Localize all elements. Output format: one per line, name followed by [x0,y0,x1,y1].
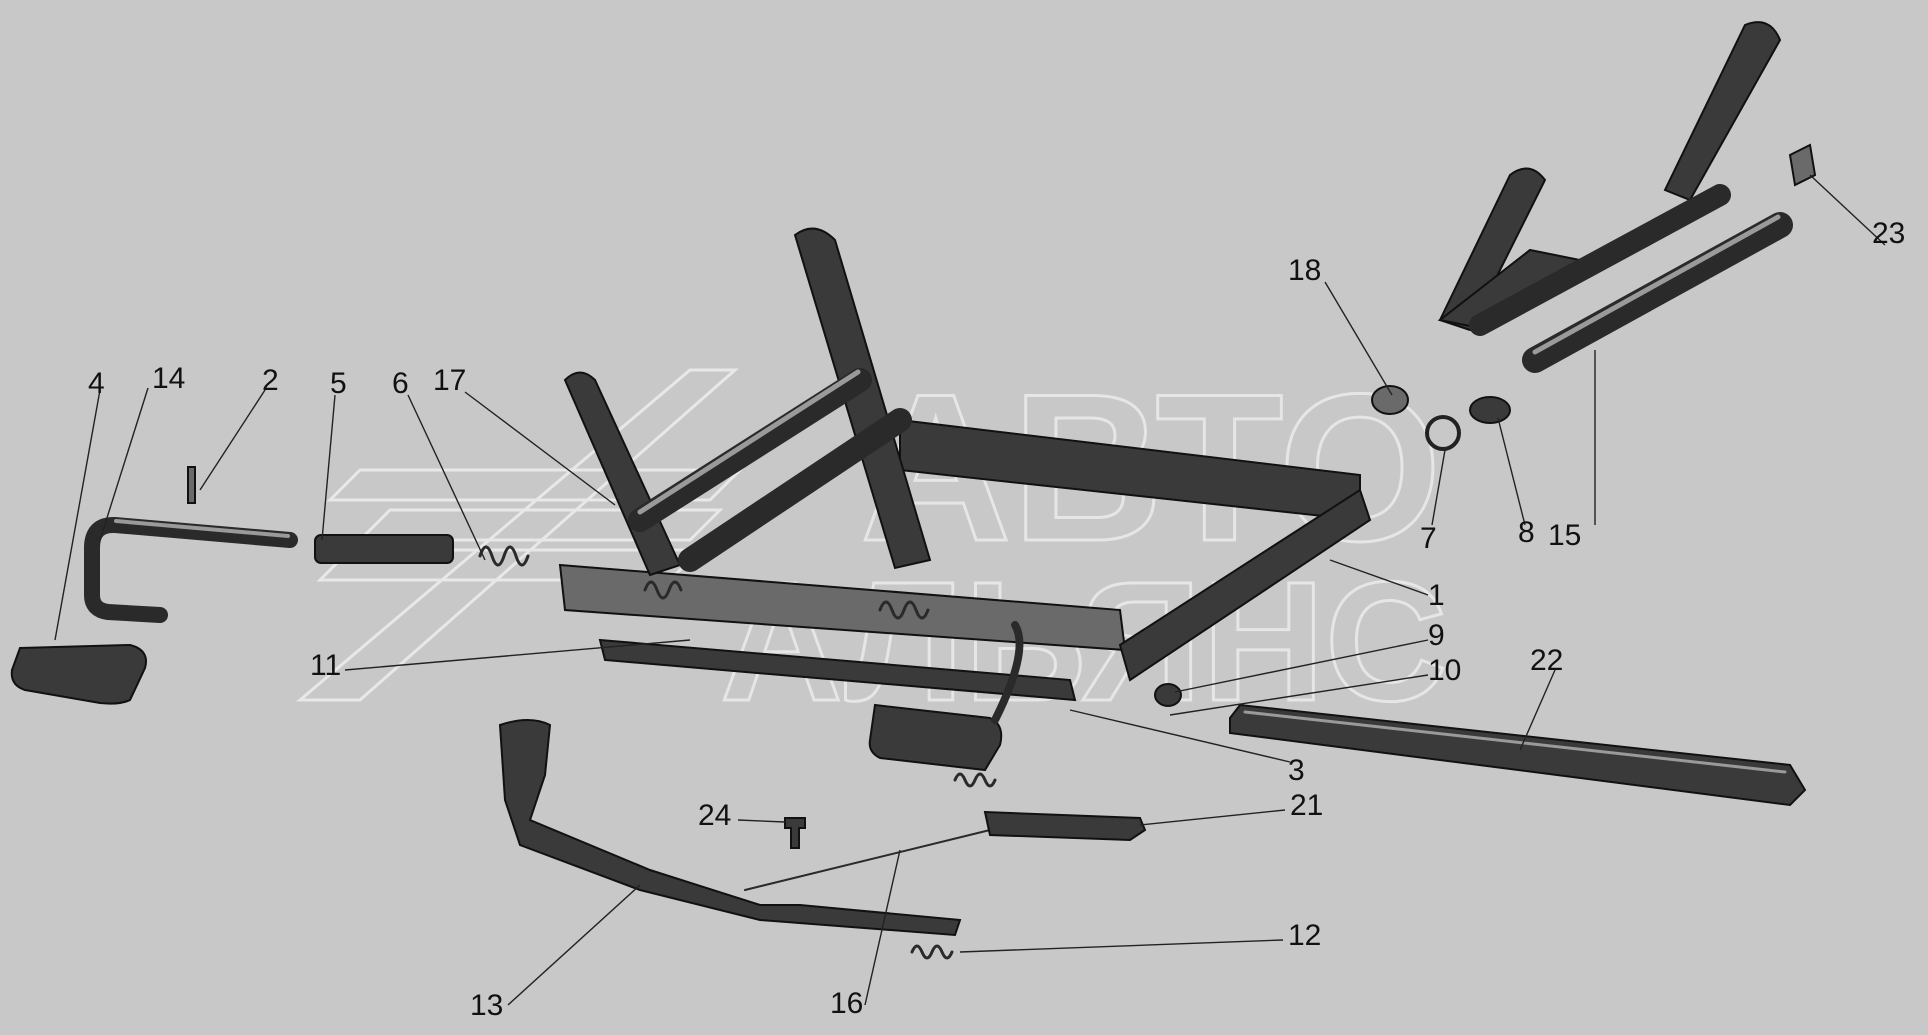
callout-3: 3 [1288,754,1305,787]
callout-22: 22 [1530,644,1563,677]
part-guide-rail [1229,703,1807,807]
callout-18: 18 [1288,254,1321,287]
part-seat-frame [558,227,1372,702]
part-spring-12 [910,944,954,960]
callout-4: 4 [88,367,105,400]
part-pin [187,466,196,504]
callout-2: 2 [262,364,279,397]
part-bolt-23 [1788,143,1817,187]
callout-7: 7 [1420,522,1437,555]
watermark: АВТО АЛЬЯНС [295,349,1449,739]
callout-11: 11 [310,649,341,682]
part-latch-plate [983,810,1147,842]
callout-13: 13 [470,989,503,1022]
part-lever [498,719,962,937]
part-bushing [1371,385,1409,415]
callout-5: 5 [330,367,347,400]
callout-labels: 4 14 2 5 6 17 18 23 7 8 15 1 9 10 11 22 … [88,217,1905,1022]
part-crank-rod [84,517,298,623]
part-spring [478,545,530,567]
callout-8: 8 [1518,516,1535,549]
part-sleeve [1469,396,1511,424]
callout-1: 1 [1428,579,1445,612]
callout-15: 15 [1548,519,1581,552]
leader-lines [54,174,1886,1006]
callout-14: 14 [152,362,185,395]
part-washer [1154,683,1182,707]
callout-12: 12 [1288,919,1321,952]
part-handle-grip [10,643,147,705]
callout-21: 21 [1290,789,1323,822]
callout-23: 23 [1872,217,1905,250]
part-cable [744,829,991,891]
callout-24: 24 [698,799,731,832]
callout-6: 6 [392,367,409,400]
part-retaining-ring [1425,415,1461,451]
callout-17: 17 [433,364,466,397]
part-rear-bracket [1437,21,1793,373]
part-tube [314,534,454,564]
callout-10: 10 [1428,654,1461,687]
callout-9: 9 [1428,619,1445,652]
part-screw [784,817,806,849]
callout-16: 16 [830,987,863,1020]
